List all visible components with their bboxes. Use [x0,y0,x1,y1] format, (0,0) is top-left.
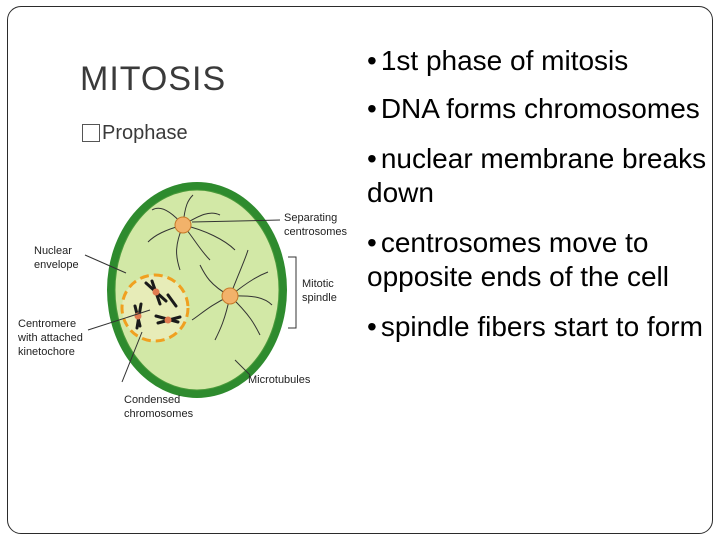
label-separating-centrosomes: Separating [284,212,337,224]
label-centromere-3: kinetochore [18,346,75,358]
label-condensed-chromosomes-2: chromosomes [124,408,194,420]
bullet-dot: • [367,45,377,76]
label-microtubules: Microtubules [248,374,311,386]
label-mitotic-spindle: Mitotic [302,278,334,290]
bullet-item: •nuclear membrane breaks down [367,142,712,210]
bullet-item: •DNA forms chromosomes [367,92,712,126]
bullet-text: 1st phase of mitosis [380,45,629,76]
bullet-text: nuclear membrane breaks down [367,143,707,208]
bullet-item: •1st phase of mitosis [367,44,712,78]
bullet-dot: • [367,311,377,342]
bullet-text: DNA forms chromosomes [380,93,700,124]
bullet-dot: • [367,93,377,124]
bullet-text: spindle fibers start to form [380,311,703,342]
bullet-item: •spindle fibers start to form [367,310,712,344]
label-nuclear-envelope-2: envelope [34,259,79,271]
nuclear-envelope [120,273,190,343]
label-condensed-chromosomes: Condensed [124,394,180,406]
slide-subtitle: Prophase [82,122,188,145]
label-centromere-2: with attached [17,332,83,344]
bullet-dot: • [367,227,377,258]
centrosome [191,249,273,341]
subtitle-text: Prophase [102,122,188,144]
label-nuclear-envelope: Nuclear [34,245,72,257]
prophase-diagram: Nuclear envelope Centromere with attache… [17,182,347,420]
bullet-text: centrosomes move to opposite ends of the… [367,227,669,292]
missing-glyph-icon [82,124,100,142]
label-mitotic-spindle-2: spindle [302,292,337,304]
bullet-list: •1st phase of mitosis •DNA forms chromos… [367,44,712,344]
label-separating-centrosomes-2: centrosomes [284,226,347,238]
centrosome [147,194,236,271]
bullet-dot: • [367,143,377,174]
label-centromere: Centromere [18,318,76,330]
slide-title: MITOSIS [80,60,227,98]
bullet-item: •centrosomes move to opposite ends of th… [367,226,712,294]
